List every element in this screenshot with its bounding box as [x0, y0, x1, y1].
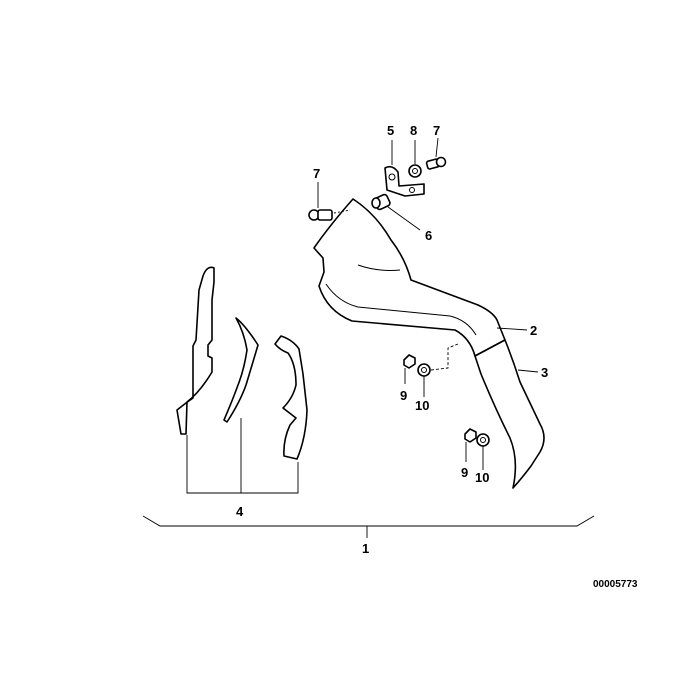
trim-strip-right	[274, 335, 308, 460]
nut-washer-lower	[464, 428, 490, 447]
washer-top	[408, 164, 422, 178]
nut-washer-upper	[403, 343, 459, 377]
screw-left	[308, 209, 351, 221]
screw-top-right	[425, 156, 447, 170]
callout-1: 1	[362, 541, 369, 556]
callout-3: 3	[541, 365, 548, 380]
callout-10-lower: 10	[475, 470, 489, 485]
callout-2: 2	[530, 323, 537, 338]
callout-4: 4	[236, 504, 244, 519]
callout-9-upper: 9	[400, 388, 407, 403]
callout-8: 8	[410, 123, 417, 138]
bracket-part-1	[142, 515, 595, 538]
main-panel-inner-edge	[325, 283, 477, 336]
bracket-part-4	[186, 418, 299, 494]
callout-7-right: 7	[433, 123, 440, 138]
mounting-bracket	[384, 165, 425, 197]
diagram-reference-number: 00005773	[593, 579, 638, 590]
trim-strip-left	[176, 266, 215, 435]
callout-5: 5	[387, 123, 394, 138]
lower-trim-extension	[474, 339, 545, 489]
main-panel-contour	[357, 264, 401, 271]
callout-9-lower: 9	[461, 465, 468, 480]
callout-6: 6	[425, 228, 432, 243]
callout-7-left: 7	[313, 166, 320, 181]
callout-10-upper: 10	[415, 398, 429, 413]
trim-strip-middle	[223, 317, 259, 423]
trim-strip-group	[176, 266, 308, 460]
spacer	[371, 193, 391, 211]
